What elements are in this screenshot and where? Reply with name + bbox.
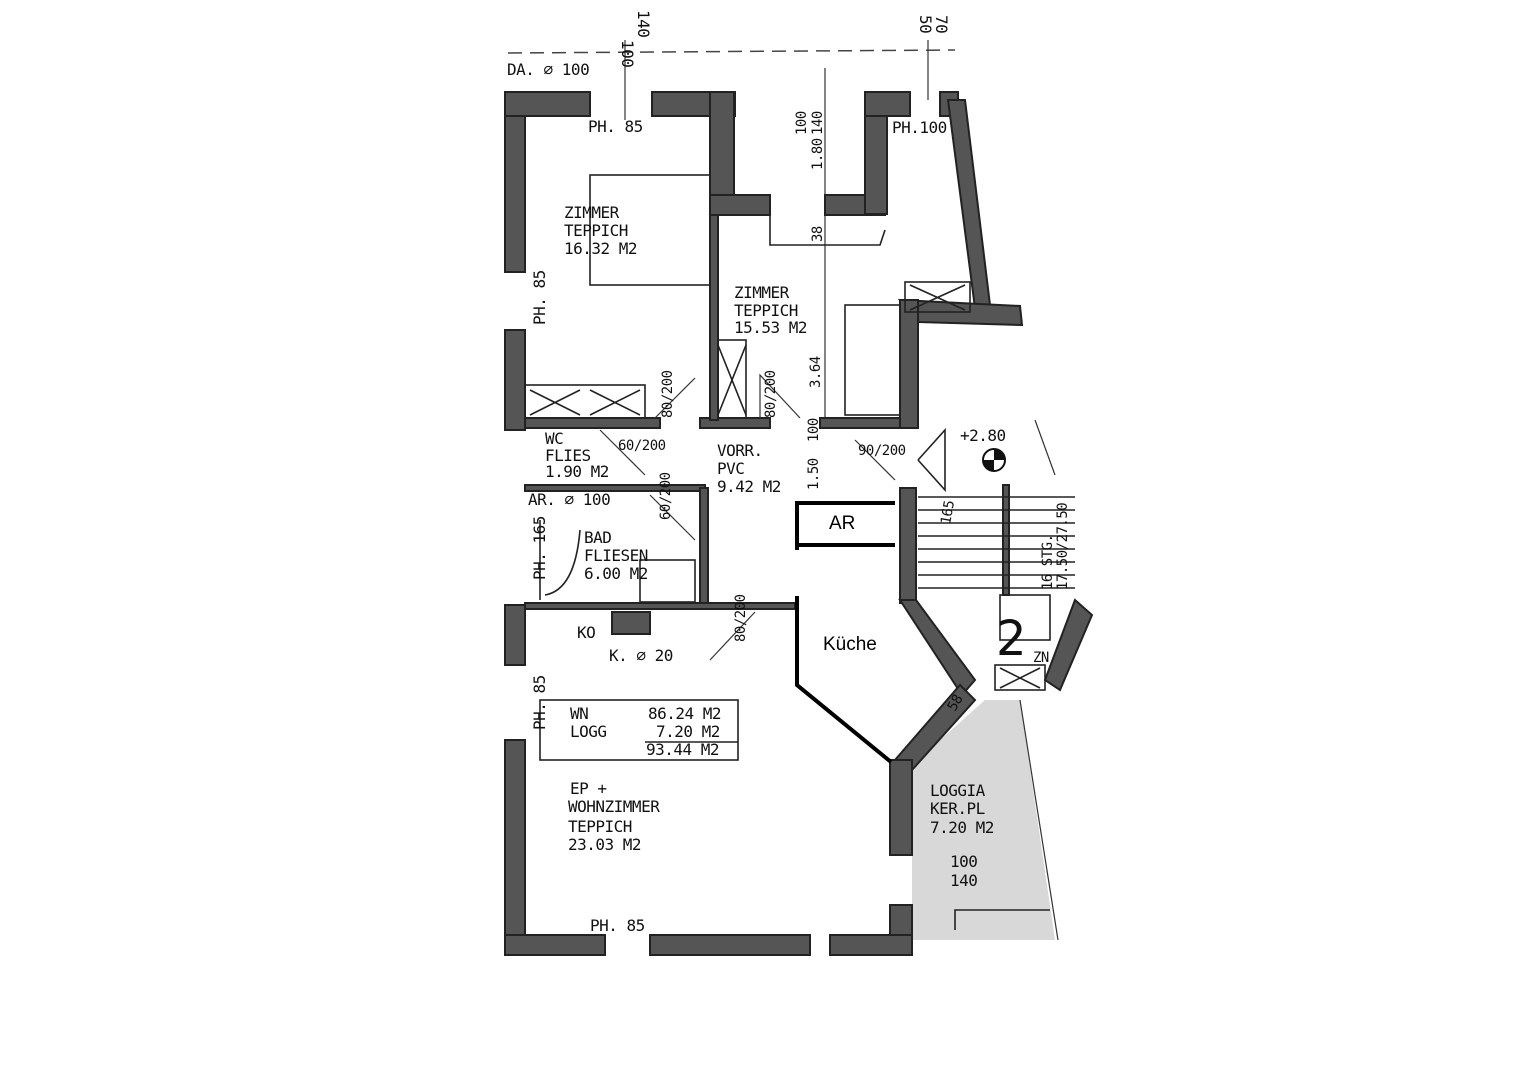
room-name: WC (545, 429, 563, 448)
room-name-kueche: Küche (823, 634, 877, 655)
room-floor: PVC (717, 459, 744, 478)
kueche-wall (795, 596, 893, 764)
room-floor: TEPPICH (734, 301, 798, 320)
dim-label: 1.50 (806, 458, 822, 490)
room-name: ZIMMER (564, 203, 620, 222)
room-name: LOGGIA (930, 781, 986, 800)
dim-label: 38 (810, 226, 826, 242)
dim-label: 3.64 (808, 356, 824, 388)
room-floor: TEPPICH (568, 817, 632, 836)
summary-logg-area: 7.20 M2 (656, 722, 720, 741)
dim-label: 1.80 (810, 138, 826, 170)
dim-label: 140 (634, 10, 653, 37)
room-floor: FLIESEN (584, 546, 648, 565)
room-floor: KER.PL (930, 799, 985, 818)
room-area: 16.32 M2 (564, 239, 637, 258)
door-label: 80/200 (763, 370, 779, 418)
room-area: 23.03 M2 (568, 835, 641, 854)
level-label: +2.80 (960, 426, 1006, 445)
flue-label: K. ⌀ 20 (609, 646, 673, 665)
stair-steps-label: 16 STG. (1040, 534, 1056, 590)
walls (504, 91, 1094, 956)
window-label: PH. 85 (588, 117, 643, 136)
stair-number: 2 (996, 611, 1027, 667)
dim-label: 140 (950, 871, 977, 890)
summary-wn-area: 86.24 M2 (648, 704, 721, 723)
room-area: 6.00 M2 (584, 564, 648, 583)
dim-label: 70 (932, 15, 951, 33)
room-name: VORR. (717, 441, 763, 460)
dim-label: 100 (618, 40, 637, 67)
dim-label: 100 (806, 418, 822, 442)
room-area: 15.53 M2 (734, 318, 807, 337)
door-label: 80/200 (733, 594, 749, 642)
chimney-label: DA. ⌀ 100 (507, 60, 589, 79)
zn-label: ZN (1033, 650, 1049, 666)
dim-label: 140 (810, 111, 826, 135)
window-label: PH. 85 (530, 675, 549, 730)
summary-total: 93.44 M2 (646, 740, 719, 759)
labels: 100 140 50 70 DA. ⌀ 100 PH. 85 PH. 85 ZI… (507, 10, 1071, 935)
vent-label: AR. ⌀ 100 (528, 490, 610, 509)
door-label: 90/200 (858, 443, 906, 459)
room-name-ar: AR (829, 513, 855, 534)
room-name: ZIMMER (734, 283, 790, 302)
window-label: PH.100 (892, 118, 947, 137)
window-label: PH. 165 (530, 516, 549, 580)
room-line1: EP + (570, 779, 607, 798)
window-label: PH. 85 (590, 916, 645, 935)
room-name: WOHNZIMMER (568, 797, 660, 816)
room-name: BAD (584, 528, 611, 547)
room-floor: TEPPICH (564, 221, 628, 240)
door-label: 60/200 (658, 472, 674, 520)
door-label: 60/200 (618, 438, 666, 454)
window-label: PH. 85 (530, 270, 549, 325)
dim-label: 50 (916, 15, 935, 33)
dim-label: 100 (950, 852, 977, 871)
level-marker-fill (983, 449, 1005, 471)
room-area: 7.20 M2 (930, 818, 994, 837)
room-area: 9.42 M2 (717, 477, 781, 496)
stair-treads (918, 496, 1075, 589)
room-floor: FLIES (545, 446, 591, 465)
summary-wn-label: WN (570, 704, 588, 723)
ar-wall (795, 501, 895, 550)
door-label: 80/200 (660, 370, 676, 418)
dimension-line (507, 49, 956, 54)
ko-label: KO (577, 623, 595, 642)
room-area: 1.90 M2 (545, 462, 609, 481)
fittings (524, 174, 1075, 941)
summary-logg-label: LOGG (570, 722, 607, 741)
dim-label: 100 (794, 111, 810, 135)
door-label: 58 (945, 692, 967, 714)
stair-ratio-label: 17.50/27.50 (1055, 503, 1071, 590)
loggia-floor (912, 700, 1055, 940)
stair-run-label: 165 (938, 499, 958, 525)
